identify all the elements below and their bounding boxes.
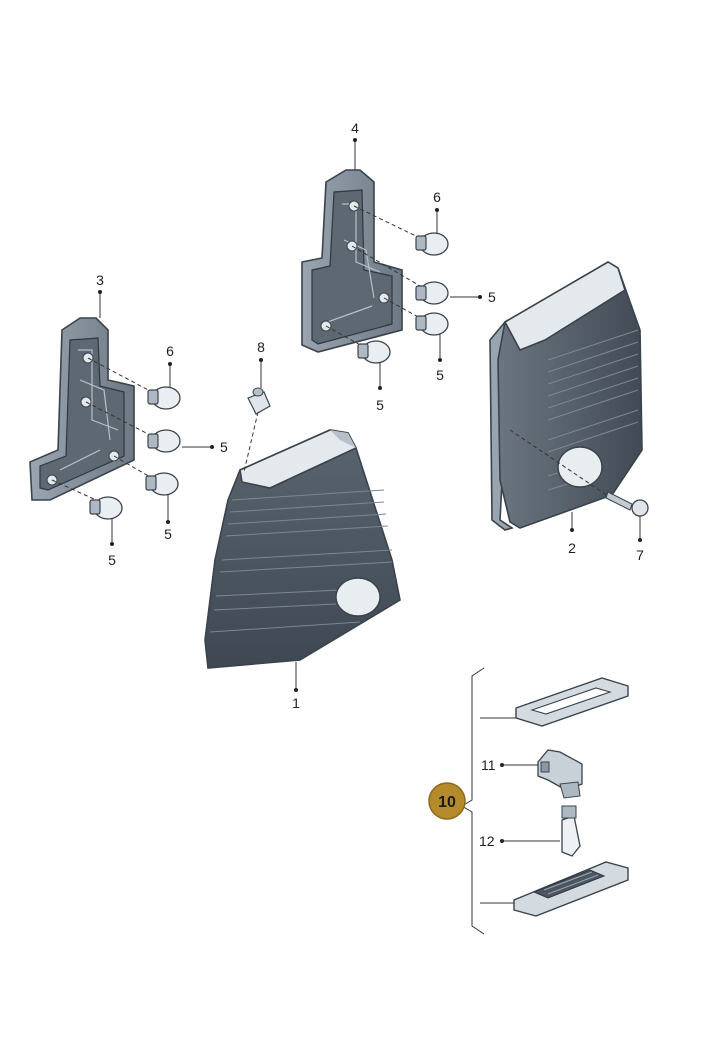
label-3: 3 xyxy=(96,272,104,288)
clip-part xyxy=(243,387,271,473)
label-5-left-bottom: 5 xyxy=(108,552,116,568)
bulb-left-middle xyxy=(85,401,181,453)
label-6-right: 6 xyxy=(433,189,441,205)
bulb-right-bottom xyxy=(325,325,391,364)
label-6-left: 6 xyxy=(166,343,174,359)
tail-lamp-left-part xyxy=(204,429,401,669)
label-11: 11 xyxy=(481,757,496,773)
bulb-left-upper xyxy=(87,357,181,410)
bulb-right-middle xyxy=(351,245,449,305)
label-2: 2 xyxy=(568,540,576,556)
callout-badge-10: 10 xyxy=(428,782,466,820)
tail-lamp-right-part xyxy=(489,261,643,531)
bulb-left-lower xyxy=(113,455,179,496)
label-4: 4 xyxy=(351,120,359,136)
bulb-holder-left-part xyxy=(29,317,135,501)
label-5-right-side: 5 xyxy=(488,289,496,305)
license-lamp-lens xyxy=(513,861,629,917)
label-5-right-bottom: 5 xyxy=(376,397,384,413)
license-lamp-group xyxy=(461,667,629,935)
label-8: 8 xyxy=(257,339,265,355)
bulb-right-lower xyxy=(383,297,449,336)
label-7: 7 xyxy=(636,547,644,563)
license-lamp-seal xyxy=(515,677,629,727)
label-12: 12 xyxy=(479,833,495,849)
bulb-right-upper xyxy=(353,205,449,256)
wedge-bulb-part xyxy=(561,805,581,857)
bulb-holder-right-part xyxy=(301,169,403,353)
label-5-right-lower: 5 xyxy=(436,367,444,383)
bulb-left-bottom xyxy=(51,479,123,520)
label-5-left-side: 5 xyxy=(220,439,228,455)
label-10: 10 xyxy=(438,794,456,811)
screw-part xyxy=(509,429,649,517)
label-1: 1 xyxy=(292,695,300,711)
label-5-left-lower: 5 xyxy=(164,526,172,542)
lamp-socket-part xyxy=(537,749,583,799)
